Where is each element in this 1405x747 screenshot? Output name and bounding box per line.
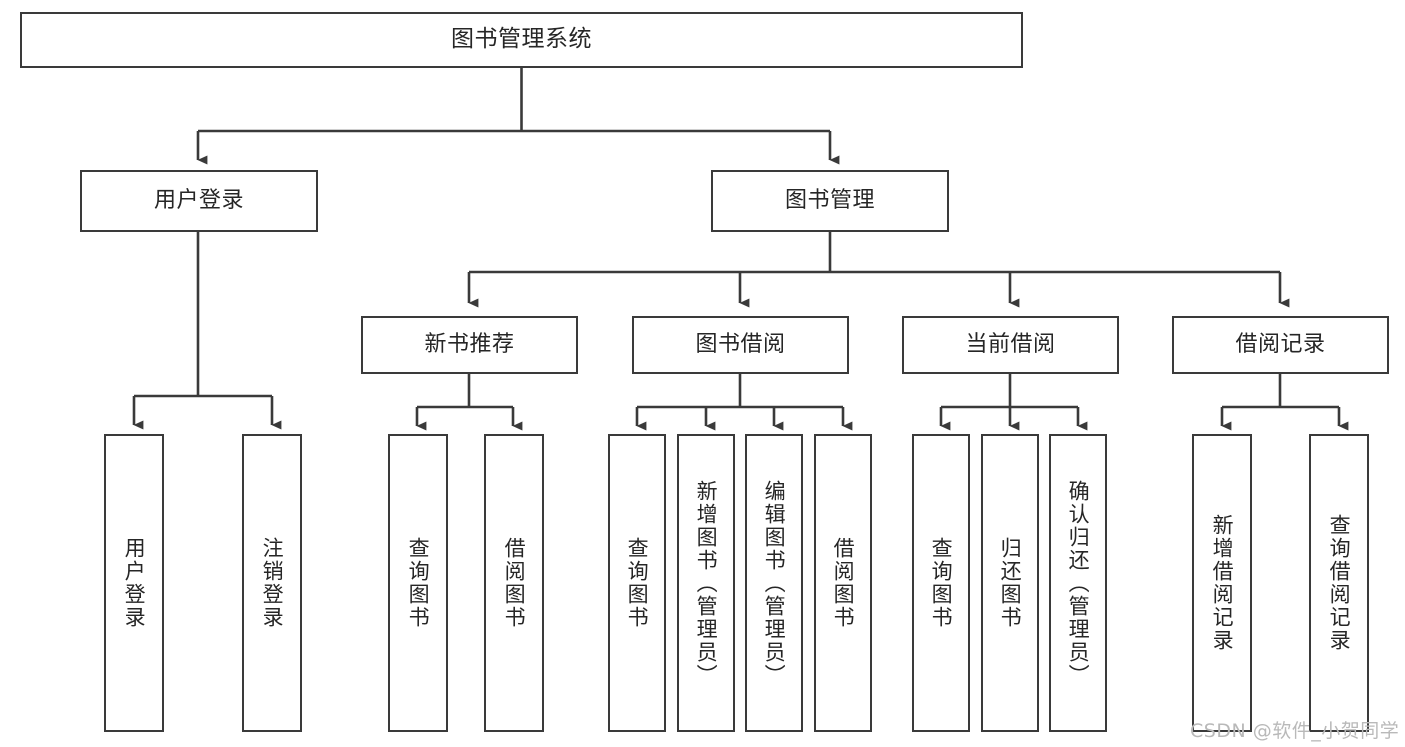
node-label: 借阅图书 [831, 537, 856, 629]
leaf-add-borrow-record[interactable]: 新增借阅记录 [1192, 434, 1252, 732]
node-label: 查询图书 [929, 537, 954, 629]
node-borrow-record[interactable]: 借阅记录 [1172, 316, 1389, 374]
node-label: 查询图书 [625, 537, 650, 629]
node-label: 新增图书（管理员） [694, 479, 719, 687]
node-label: 用户登录 [153, 188, 244, 214]
leaf-query-book-borrow[interactable]: 查询图书 [608, 434, 666, 732]
leaf-query-book-current[interactable]: 查询图书 [912, 434, 970, 732]
leaf-return-book[interactable]: 归还图书 [981, 434, 1039, 732]
leaf-add-book-admin[interactable]: 新增图书（管理员） [677, 434, 735, 732]
leaf-edit-book-admin[interactable]: 编辑图书（管理员） [745, 434, 803, 732]
watermark-text: CSDN @软件_小贺同学 [1190, 720, 1400, 742]
node-label: 当前借阅 [965, 332, 1056, 358]
node-label: 图书借阅 [695, 332, 786, 358]
leaf-query-borrow-record[interactable]: 查询借阅记录 [1309, 434, 1369, 732]
node-new-book-recommend[interactable]: 新书推荐 [361, 316, 578, 374]
node-label: 图书管理系统 [451, 26, 592, 53]
leaf-logout[interactable]: 注销登录 [242, 434, 302, 732]
node-label: 用户登录 [122, 537, 147, 629]
node-label: 新增借阅记录 [1210, 514, 1235, 652]
node-label: 图书管理 [784, 188, 875, 214]
leaf-confirm-return-admin[interactable]: 确认归还（管理员） [1049, 434, 1107, 732]
node-label: 借阅记录 [1235, 332, 1326, 358]
node-label: 查询借阅记录 [1327, 514, 1352, 652]
node-current-borrow[interactable]: 当前借阅 [902, 316, 1119, 374]
leaf-borrow-book[interactable]: 借阅图书 [814, 434, 872, 732]
leaf-borrow-book-recommend[interactable]: 借阅图书 [484, 434, 544, 732]
node-user-login[interactable]: 用户登录 [80, 170, 318, 232]
node-book-borrow[interactable]: 图书借阅 [632, 316, 849, 374]
node-root-system[interactable]: 图书管理系统 [20, 12, 1023, 68]
node-label: 新书推荐 [424, 332, 515, 358]
leaf-user-login[interactable]: 用户登录 [104, 434, 164, 732]
node-label: 查询图书 [406, 537, 431, 629]
node-label: 确认归还（管理员） [1066, 479, 1091, 687]
node-label: 注销登录 [260, 537, 285, 629]
node-book-management[interactable]: 图书管理 [711, 170, 949, 232]
node-label: 借阅图书 [502, 537, 527, 629]
node-label: 编辑图书（管理员） [762, 479, 787, 687]
node-label: 归还图书 [998, 537, 1023, 629]
leaf-query-book-recommend[interactable]: 查询图书 [388, 434, 448, 732]
